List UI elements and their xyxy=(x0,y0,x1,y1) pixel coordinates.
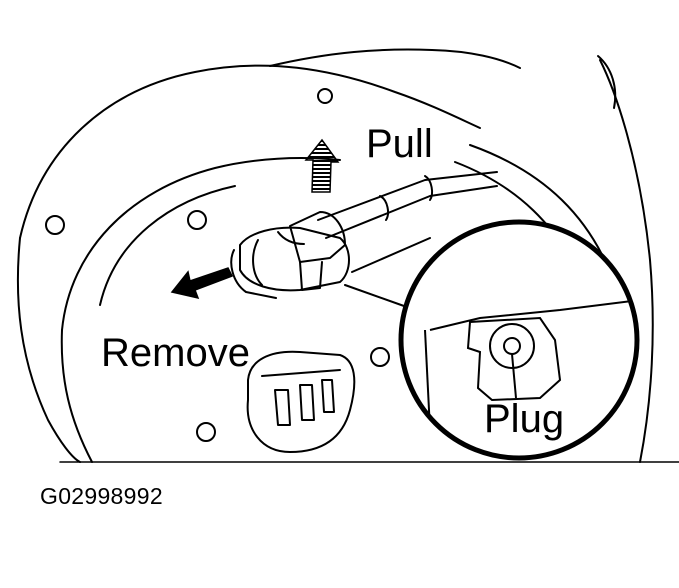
connector-tab xyxy=(299,261,323,291)
housing-outline xyxy=(19,64,481,239)
plug-ring xyxy=(489,323,535,369)
inner-disc xyxy=(61,157,341,331)
detail-leader xyxy=(344,284,405,307)
housing-left-edge xyxy=(16,237,81,463)
socket-pin xyxy=(321,379,335,413)
socket-frame xyxy=(261,369,341,377)
bolt-hole xyxy=(317,88,333,104)
cable xyxy=(317,171,498,221)
connector-clip xyxy=(230,249,277,299)
plug-label: Plug xyxy=(484,397,565,441)
figure-code: G02998992 xyxy=(40,483,163,509)
inset-bracket xyxy=(466,316,562,402)
inner-disc-lower xyxy=(60,329,93,463)
connector-body xyxy=(239,226,350,292)
lower-socket xyxy=(246,350,356,453)
connector-lock xyxy=(277,231,305,245)
bolt-hole xyxy=(45,215,65,235)
housing-top-edge xyxy=(269,48,521,69)
cable-end xyxy=(424,175,434,201)
disc-rim xyxy=(99,185,236,306)
pull-arrow xyxy=(304,138,340,193)
bolt-hole xyxy=(196,422,216,442)
cable-end xyxy=(379,195,389,221)
connector-clip xyxy=(252,239,263,286)
socket-pin xyxy=(274,389,291,426)
housing-right-edge xyxy=(599,59,654,463)
plug-leader xyxy=(511,353,517,399)
remove-arrow xyxy=(170,267,234,300)
bolt-hole xyxy=(187,210,207,230)
plug-center xyxy=(503,337,521,355)
housing-corner xyxy=(597,55,617,109)
remove-label: Remove xyxy=(101,331,250,375)
pull-label: Pull xyxy=(366,122,433,166)
socket-pin xyxy=(299,384,315,421)
connector-head xyxy=(289,211,346,263)
cable xyxy=(325,185,498,239)
detail-leader xyxy=(351,237,431,273)
bolt-hole xyxy=(370,347,390,367)
inset-panel-edge xyxy=(429,299,637,331)
